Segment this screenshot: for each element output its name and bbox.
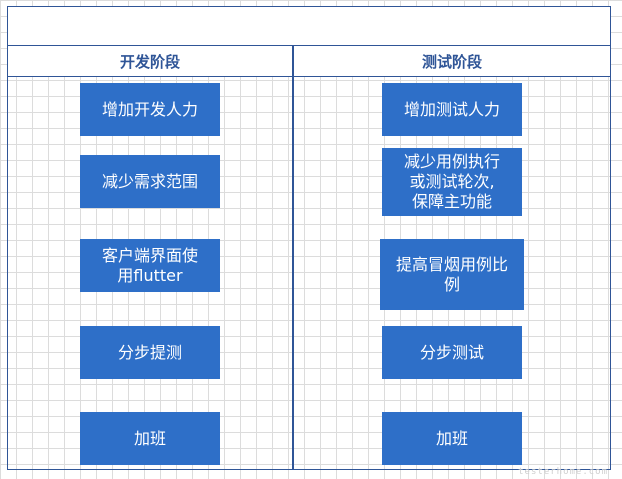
dev-box-add-dev-staff: 增加开发人力 xyxy=(80,83,220,136)
watermark: testerhome.com xyxy=(518,467,608,477)
lane-divider xyxy=(292,45,294,470)
test-box-reduce-cases: 减少用例执行 或测试轮次, 保障主功能 xyxy=(382,148,522,216)
header-row xyxy=(7,45,611,77)
dev-box-overtime: 加班 xyxy=(80,412,220,465)
title-row xyxy=(7,6,611,46)
test-box-raise-smoke-ratio: 提高冒烟用例比 例 xyxy=(380,239,524,310)
test-box-add-test-staff: 增加测试人力 xyxy=(382,83,522,136)
dev-box-staged-submit: 分步提测 xyxy=(80,326,220,379)
lane-title-dev: 开发阶段 xyxy=(119,52,180,71)
lane-title-test: 测试阶段 xyxy=(421,52,482,71)
test-box-overtime: 加班 xyxy=(382,412,522,465)
dev-box-use-flutter: 客户端界面使 用flutter xyxy=(80,239,220,292)
dev-box-reduce-scope: 减少需求范围 xyxy=(80,155,220,208)
test-box-staged-testing: 分步测试 xyxy=(382,326,522,379)
